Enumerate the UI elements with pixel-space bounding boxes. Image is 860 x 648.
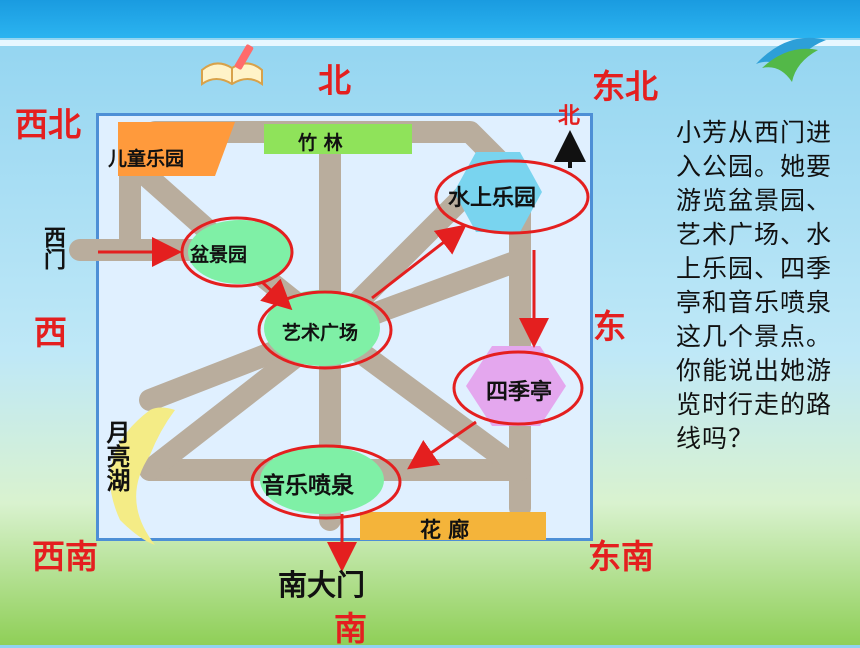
art-square-shape [264,290,380,366]
fountain-ring [250,444,402,520]
label-southeast: 东南 [588,537,654,576]
moon-lake-shape [110,407,175,545]
place-corridor: 花 廊 [420,518,470,542]
question-text: 小芳从西门进入公园。她要游览盆景园、艺术广场、水上乐园、四季亭和音乐喷泉这几个景… [676,118,833,453]
label-north: 北 [318,61,351,100]
four-seasons-ring [452,350,584,426]
four-seasons-hexagon [466,346,566,426]
place-bamboo: 竹 林 [298,132,343,154]
bonsai-ring [180,216,294,288]
arrow-bonsai-art [260,278,293,311]
water-park-ring [434,159,590,235]
corridor-shape [360,512,546,540]
place-kids-park: 儿童乐园 [108,148,185,170]
label-west: 西 [34,313,67,352]
bonsai-shape [188,220,292,284]
water-park-hexagon [454,152,542,232]
north-arrow-label: 北 [558,104,581,129]
book-pencil-icon [201,44,263,86]
logo-icon [756,37,826,82]
place-west-gate: 西门 [40,226,65,270]
label-northeast: 东北 [592,67,658,106]
place-south-gate: 南大门 [278,568,366,602]
label-east: 东 [593,307,626,346]
place-art-square: 艺术广场 [282,322,359,344]
place-water-park: 水上乐园 [448,186,537,211]
top-banner [0,0,860,46]
label-southwest: 西南 [32,537,98,576]
arrow-art-water [371,224,467,300]
place-moon-lake: 月亮湖 [102,420,130,492]
label-south: 南 [334,609,367,648]
place-four-seasons: 四季亭 [486,380,553,405]
art-square-ring [257,290,393,370]
bamboo-shape [264,124,412,154]
arrow-seasons-fountain [407,420,477,470]
place-bonsai: 盆景园 [190,244,248,266]
kids-park-shape [118,122,235,176]
label-northwest: 西北 [15,105,81,144]
fountain-shape [260,446,384,514]
place-fountain: 音乐喷泉 [262,473,354,499]
